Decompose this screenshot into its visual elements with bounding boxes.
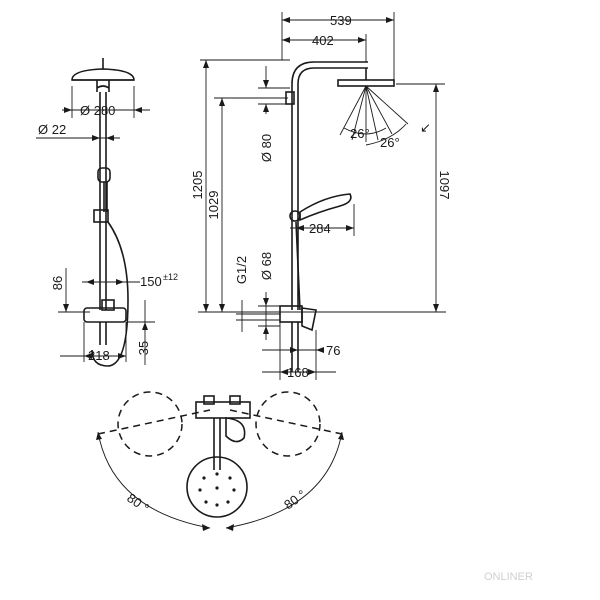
- watermark: ONLINER: [484, 571, 533, 583]
- dim-1029: 1029: [206, 191, 221, 220]
- dim-diameter-68: Ø 68: [259, 252, 274, 280]
- shower-head-side: [337, 79, 395, 87]
- hand-shower-side: [299, 193, 352, 222]
- spray-lines: [339, 85, 409, 142]
- angle-arrow: ↙: [420, 120, 431, 135]
- dim-284: 284: [309, 221, 331, 236]
- front-view: Ø 280 Ø 22 86 150 ±12 218 35: [36, 58, 178, 367]
- arc-right: [225, 431, 343, 529]
- mixer-plan: [195, 401, 251, 419]
- shower-arm: [291, 61, 368, 85]
- angle-26-left: 26°: [350, 126, 370, 141]
- swing-circle-left: [117, 391, 183, 457]
- dim-35: 35: [136, 341, 151, 355]
- hose: [91, 221, 129, 367]
- dim-1205: 1205: [190, 171, 205, 200]
- angle-26-right: 26°: [380, 135, 400, 150]
- dim-539: 539: [330, 13, 352, 28]
- shower-head-front: [71, 68, 135, 81]
- angle-80-left: 80 °: [124, 490, 152, 516]
- side-view: 26° 26° ↙ 539 402 1205 1029: [190, 12, 452, 380]
- nozzles: [198, 472, 236, 507]
- dim-diameter-280: Ø 280: [80, 103, 115, 118]
- mixer-front: [83, 307, 127, 323]
- dim-218: 218: [88, 348, 110, 363]
- dim-86: 86: [50, 276, 65, 290]
- plan-view: 80 ° 80 °: [96, 391, 344, 531]
- arc-left: [97, 431, 211, 529]
- dim-150: 150: [140, 274, 162, 289]
- dim-diameter-22: Ø 22: [38, 122, 66, 137]
- dim-150-tolerance: ±12: [163, 272, 178, 282]
- dim-402: 402: [312, 33, 334, 48]
- shower-head-plan: [186, 456, 248, 518]
- dim-168: 168: [287, 365, 309, 380]
- dim-diameter-80: Ø 80: [259, 134, 274, 162]
- swing-circle-right: [255, 391, 321, 457]
- dim-g12: G1/2: [234, 256, 249, 284]
- dim-1097: 1097: [437, 171, 452, 200]
- dim-76: 76: [326, 343, 340, 358]
